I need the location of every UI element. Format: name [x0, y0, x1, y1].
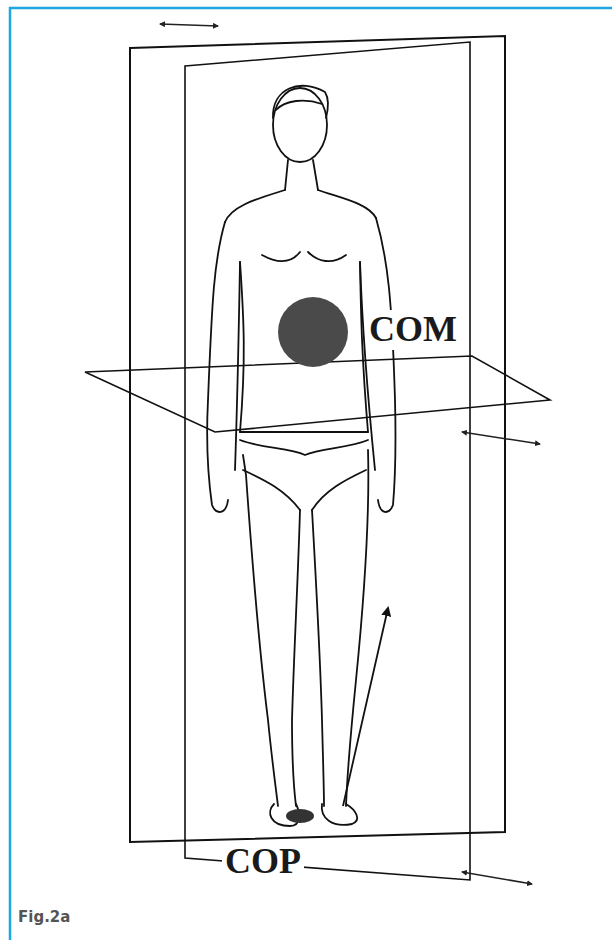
com-marker: [278, 297, 348, 367]
com-label-holder: COM: [366, 310, 460, 350]
com-label: COM: [366, 310, 460, 350]
direction-arrows: [160, 24, 540, 884]
cop-marker: [286, 809, 314, 823]
sagittal-plane: [185, 42, 470, 880]
transverse-plane: [85, 356, 550, 432]
figure-number: Fig.2a: [18, 909, 70, 926]
human-figure: [207, 86, 396, 826]
frame-border: [10, 8, 612, 940]
cop-label: COP: [222, 842, 304, 882]
force-vector: [343, 608, 388, 806]
cop-label-holder: COP: [222, 842, 304, 882]
frontal-plane: [130, 36, 505, 842]
figure-number-holder: Fig.2a: [18, 908, 70, 926]
planes: [85, 36, 550, 880]
